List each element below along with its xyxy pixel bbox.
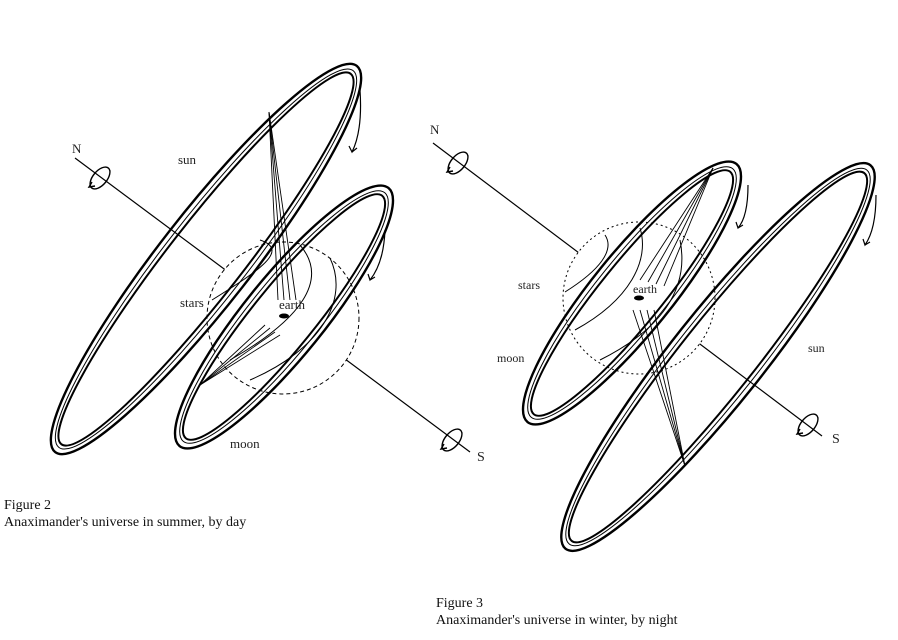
- sun-ring: [17, 36, 395, 482]
- sun-rays: [632, 167, 714, 467]
- figure-3-number: Figure 3: [436, 596, 484, 611]
- figure-2-caption: Figure 2 Anaximander's universe in summe…: [4, 497, 246, 531]
- sun-rays: [199, 111, 297, 386]
- sun-label: sun: [808, 341, 825, 355]
- earth-disc: [279, 313, 289, 319]
- sun-direction-arrow: [862, 194, 877, 247]
- moon-direction-arrow: [735, 184, 749, 230]
- rotation-north-icon: [85, 162, 115, 194]
- earth-disc: [634, 295, 644, 301]
- stars-label: stars: [518, 278, 540, 292]
- moon-direction-arrow: [367, 229, 386, 282]
- south-label: S: [477, 450, 485, 465]
- earth-label: earth: [633, 282, 657, 296]
- sun-ring: [528, 135, 898, 579]
- rotation-south-icon: [437, 424, 467, 456]
- figure-3-caption: Figure 3 Anaximander's universe in winte…: [436, 595, 677, 629]
- figure-2-number: Figure 2: [4, 498, 52, 513]
- earth-label: earth: [279, 297, 305, 312]
- sun-label: sun: [178, 152, 197, 167]
- moon-label: moon: [230, 436, 260, 451]
- south-label: S: [832, 432, 840, 447]
- star-paths: [564, 227, 683, 361]
- moon-label: moon: [497, 351, 524, 365]
- sun-direction-arrow: [348, 89, 362, 154]
- figure-3-diagram: N S sun stars earth moon: [430, 122, 898, 579]
- rotation-north-icon: [443, 147, 473, 179]
- north-label: N: [430, 122, 440, 137]
- figure-2-title: Anaximander's universe in summer, by day: [4, 515, 247, 530]
- stars-label: stars: [180, 295, 204, 310]
- figure-3-title: Anaximander's universe in winter, by nig…: [436, 613, 678, 628]
- north-label: N: [72, 141, 82, 156]
- figure-2-diagram: N S sun stars earth moon: [17, 36, 485, 482]
